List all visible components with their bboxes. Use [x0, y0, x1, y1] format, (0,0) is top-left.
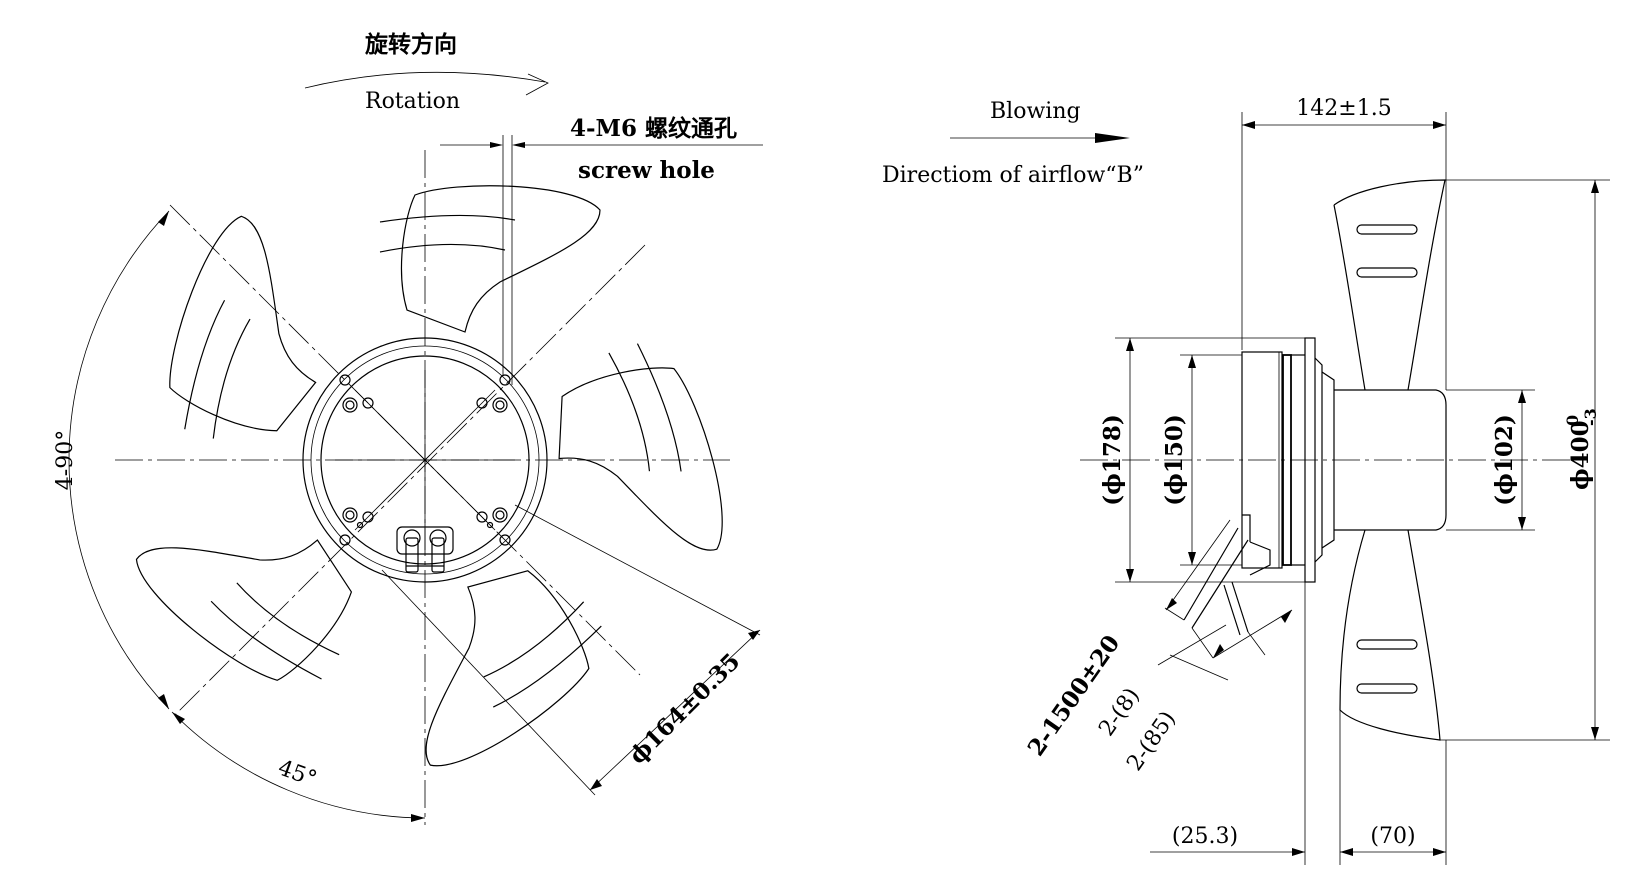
blade-1	[400, 185, 601, 333]
impeller-blades	[121, 185, 741, 786]
screw-hole-leader: 4-M6 螺纹通孔 screw hole	[440, 115, 763, 385]
side-cable	[1183, 514, 1271, 636]
dim-70-label: (70)	[1370, 824, 1415, 849]
blade-3	[358, 549, 606, 786]
cable-gland	[396, 526, 454, 573]
motor-stator	[1282, 354, 1292, 566]
motor-rear-cup	[1241, 351, 1283, 569]
angle-4x90-label: 4-90°	[53, 430, 78, 490]
dia-164-label: ϕ164±0.35	[624, 648, 746, 770]
rotor-hub	[1334, 389, 1447, 531]
rotation-cn-label: 旋转方向	[365, 31, 457, 58]
angle-4x90-dimension: 4-90°	[53, 210, 170, 710]
dim-400-lower-tol: -3	[1581, 408, 1600, 426]
blade-5	[156, 208, 358, 444]
blowing-label: Blowing	[990, 99, 1081, 124]
rotation-indicator: 旋转方向 Rotation	[304, 31, 549, 114]
blade-slots	[184, 214, 682, 708]
blade-4	[121, 460, 370, 697]
dim-178-label: (ϕ178)	[1099, 414, 1126, 505]
dim-400-upper-tol: 0	[1563, 415, 1582, 426]
dim-178: (ϕ178)	[1099, 337, 1305, 583]
motor-outer-ring	[302, 337, 548, 583]
front-view: 4-M6 螺纹通孔 screw hole 旋转方向 Rotation 4-90°…	[53, 31, 763, 825]
dim-102: (ϕ102)	[1446, 389, 1535, 531]
dim-150-label: (ϕ150)	[1161, 414, 1188, 505]
dim-102-label: (ϕ102)	[1491, 414, 1518, 505]
angle-45-label: 45°	[275, 756, 320, 793]
motor-body	[1241, 337, 1447, 583]
diagonal-centerline-2	[174, 244, 646, 716]
screw-hole-en-label: screw hole	[578, 157, 715, 184]
airflow-label: Directiom of airflow“B”	[882, 163, 1144, 188]
rotation-en-label: Rotation	[365, 89, 460, 114]
cable-length-label: 2-1500±20	[1022, 630, 1125, 761]
bottom-dimensions: (25.3) (70)	[1150, 582, 1447, 865]
cable-dimensions: 2-1500±20 2-(8) 2-(85)	[1022, 519, 1293, 776]
side-blade-slots	[1356, 224, 1418, 694]
airflow-indicator: Blowing Directiom of airflow“B”	[882, 99, 1144, 188]
dim-25-3-label: (25.3)	[1172, 824, 1238, 849]
side-view: Blowing Directiom of airflow“B”	[882, 96, 1610, 865]
screw-hole-cn-label: 4-M6 螺纹通孔	[570, 115, 737, 142]
dim-400-label: ϕ400	[1567, 420, 1594, 490]
dim-400: ϕ400 0 -3	[1440, 179, 1610, 741]
dim-142: 142±1.5	[1241, 96, 1447, 390]
dia-164-dimension: ϕ164±0.35	[381, 504, 761, 796]
dim-150: (ϕ150)	[1161, 354, 1242, 566]
motor-ring-2	[310, 345, 540, 575]
dim-142-label: 142±1.5	[1296, 96, 1391, 121]
mounting-flange	[1304, 337, 1316, 583]
center-star	[418, 453, 432, 467]
side-blade	[1333, 179, 1446, 741]
motor-inner-ring	[320, 355, 530, 565]
screw-holes	[339, 374, 511, 546]
diagonal-centerline-1	[169, 204, 641, 676]
angle-45-dimension: 45°	[171, 711, 426, 822]
cable-8-label: 2-(8)	[1094, 684, 1145, 741]
blade-2	[538, 352, 741, 588]
